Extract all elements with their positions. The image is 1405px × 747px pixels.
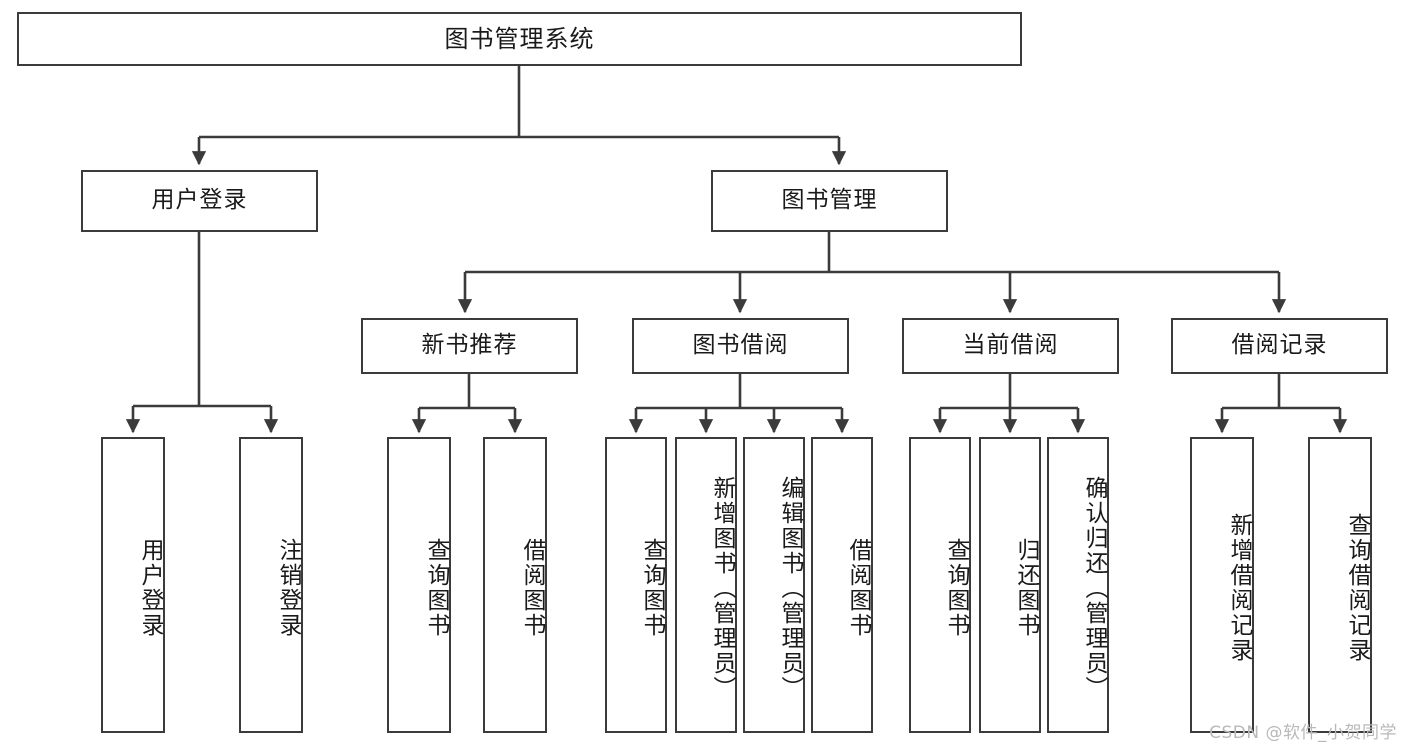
node-label: 查询图书 bbox=[943, 538, 969, 638]
node-label: 查询图书 bbox=[423, 538, 449, 638]
node-leaf-query-borrow-record[interactable]: 查询借阅记录 bbox=[1308, 437, 1372, 733]
node-leaf-query-books-borrow[interactable]: 查询图书 bbox=[605, 437, 667, 733]
node-leaf-logout[interactable]: 注销登录 bbox=[239, 437, 303, 733]
node-leaf-borrow-book[interactable]: 借阅图书 bbox=[811, 437, 873, 733]
node-label: 用户登录 bbox=[151, 187, 248, 214]
node-leaf-borrow-books-rec[interactable]: 借阅图书 bbox=[483, 437, 547, 733]
node-label: 确认归还（管理员） bbox=[1081, 475, 1107, 701]
node-new-book-recommend[interactable]: 新书推荐 bbox=[361, 318, 578, 374]
node-label: 借阅图书 bbox=[845, 538, 871, 638]
node-label: 查询借阅记录 bbox=[1344, 513, 1370, 663]
node-label: 新增借阅记录 bbox=[1226, 513, 1252, 663]
node-leaf-user-login[interactable]: 用户登录 bbox=[101, 437, 165, 733]
node-label: 归还图书 bbox=[1013, 538, 1039, 638]
node-label: 借阅图书 bbox=[519, 538, 545, 638]
node-label: 图书借阅 bbox=[692, 332, 789, 359]
node-leaf-add-borrow-record[interactable]: 新增借阅记录 bbox=[1190, 437, 1254, 733]
node-label: 注销登录 bbox=[275, 538, 301, 638]
node-book-borrow[interactable]: 图书借阅 bbox=[632, 318, 849, 374]
node-label: 图书管理系统 bbox=[444, 24, 595, 53]
node-leaf-edit-book-admin[interactable]: 编辑图书（管理员） bbox=[743, 437, 805, 733]
node-label: 编辑图书（管理员） bbox=[777, 475, 803, 701]
node-current-borrow[interactable]: 当前借阅 bbox=[902, 318, 1119, 374]
node-label: 借阅记录 bbox=[1231, 332, 1328, 359]
node-label: 用户登录 bbox=[137, 538, 163, 638]
node-label: 当前借阅 bbox=[962, 332, 1059, 359]
node-root-library-system[interactable]: 图书管理系统 bbox=[17, 12, 1022, 66]
node-leaf-return-book[interactable]: 归还图书 bbox=[979, 437, 1041, 733]
node-book-management[interactable]: 图书管理 bbox=[711, 170, 948, 232]
node-label: 新书推荐 bbox=[421, 332, 518, 359]
node-leaf-confirm-return-admin[interactable]: 确认归还（管理员） bbox=[1047, 437, 1109, 733]
node-leaf-add-book-admin[interactable]: 新增图书（管理员） bbox=[675, 437, 737, 733]
node-borrow-records[interactable]: 借阅记录 bbox=[1171, 318, 1388, 374]
node-leaf-query-books-current[interactable]: 查询图书 bbox=[909, 437, 971, 733]
node-leaf-query-books-rec[interactable]: 查询图书 bbox=[387, 437, 451, 733]
node-label: 查询图书 bbox=[639, 538, 665, 638]
node-label: 新增图书（管理员） bbox=[709, 475, 735, 701]
csdn-watermark: CSDN @软件_小贺同学 bbox=[1209, 723, 1397, 743]
node-user-login[interactable]: 用户登录 bbox=[81, 170, 318, 232]
node-label: 图书管理 bbox=[781, 187, 878, 214]
